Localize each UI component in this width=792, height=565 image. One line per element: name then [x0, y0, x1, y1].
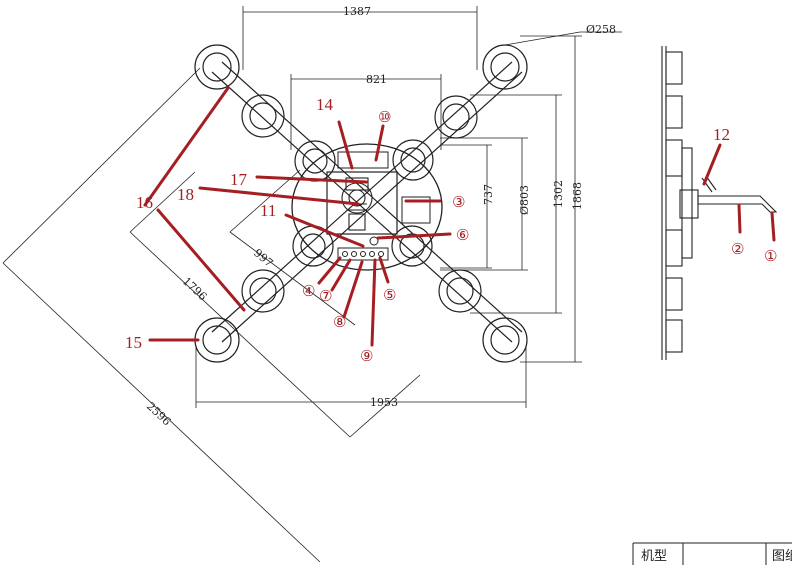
- dim-1868: 1868: [571, 182, 584, 210]
- callout-12: 12: [713, 125, 730, 144]
- callout-18: 18: [177, 185, 194, 204]
- callout-8: ⑧: [333, 313, 346, 331]
- suction-pads: [194, 44, 528, 363]
- suction-pad: [482, 317, 528, 363]
- suction-pad: [391, 225, 433, 267]
- side-view: [661, 46, 778, 360]
- callout-1: ①: [764, 247, 777, 265]
- indicator: [369, 236, 379, 246]
- callout-3: ③: [452, 193, 465, 211]
- callout-14: 14: [316, 95, 334, 114]
- callout-6: ⑥: [456, 226, 469, 244]
- title-block-model-label: 机型: [641, 549, 667, 564]
- title-block-drawing-label: 图纸: [772, 549, 792, 564]
- dimension-labels: 1387 821 Ø258 737 Ø803 1302 1868 997 179…: [144, 5, 616, 428]
- dim-1953: 1953: [370, 396, 398, 409]
- suction-pad: [194, 44, 240, 90]
- dim-737: 737: [482, 184, 495, 205]
- callout-16: 16: [136, 193, 153, 212]
- callout-7: ⑦: [319, 287, 332, 305]
- callout-10: ⑩: [378, 108, 391, 126]
- callout-5: ⑤: [383, 286, 396, 304]
- callout-labels: 14 ⑩ 17 18 16 11 ③ ⑥ ④ ⑦ ⑤ ⑧ ⑨ 15 12 ② ①: [125, 95, 777, 365]
- callout-leaders: [143, 86, 776, 347]
- dim-258: Ø258: [586, 23, 616, 36]
- dim-1302: 1302: [552, 180, 565, 208]
- suction-pad: [482, 44, 528, 90]
- dim-1387: 1387: [343, 5, 371, 18]
- dim-997: 997: [251, 246, 275, 269]
- callout-4: ④: [302, 282, 315, 300]
- lifting-arm: [697, 195, 778, 213]
- dim-1796: 1796: [180, 275, 209, 304]
- dimension-lines: [2, 6, 622, 563]
- suction-pad: [241, 94, 285, 138]
- front-view: [194, 44, 528, 363]
- dim-803: Ø803: [518, 185, 531, 215]
- callout-17: 17: [230, 170, 248, 189]
- suction-pad: [194, 317, 240, 363]
- callout-11: 11: [260, 201, 276, 220]
- dim-821: 821: [366, 73, 387, 86]
- callout-15: 15: [125, 333, 142, 352]
- callout-9: ⑨: [360, 347, 373, 365]
- central-housing: [291, 143, 443, 271]
- title-block: [632, 542, 792, 565]
- callout-2: ②: [731, 240, 744, 258]
- center-plate: [326, 171, 398, 235]
- suction-pad: [241, 269, 285, 313]
- gauge-row: [342, 251, 384, 257]
- dim-2596: 2596: [144, 400, 173, 429]
- suction-pad: [392, 139, 434, 181]
